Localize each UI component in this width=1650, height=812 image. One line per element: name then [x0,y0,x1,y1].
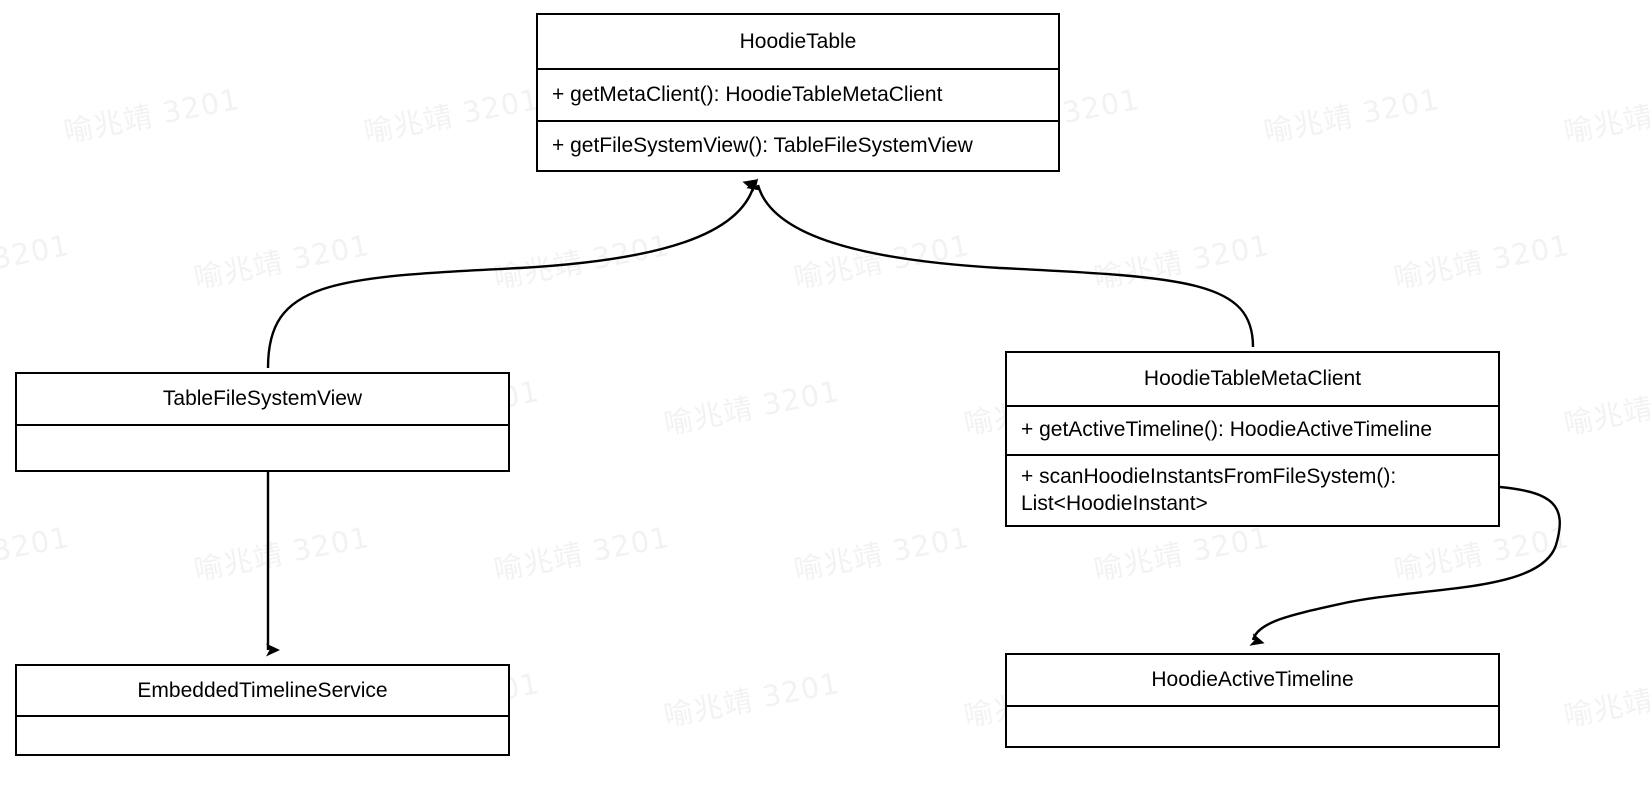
watermark-text: 喻兆靖 3201 [1261,81,1443,150]
watermark-text: 喻兆靖 3201 [0,519,73,587]
watermark-text: 喻兆靖 3201 [1090,0,1273,5]
watermark-text: 喻兆靖 3201 [490,0,673,5]
class-box-embedded-timeline-service[interactable]: EmbeddedTimelineService [15,664,510,756]
watermark-text: 喻兆靖 3201 [0,227,73,295]
class-member-hoodie-table-0: + getMetaClient(): HoodieTableMetaClient [538,68,1058,120]
class-box-hoodie-table-meta-client[interactable]: HoodieTableMetaClient + getActiveTimelin… [1005,351,1500,527]
watermark-text: 喻兆靖 3201 [361,81,543,150]
watermark-text: 喻兆靖 3201 [1561,374,1650,442]
watermark-text: 喻兆靖 3201 [191,227,373,296]
watermark-text: 喻兆靖 3201 [191,519,373,588]
watermark-text: 喻兆靖 3201 [661,665,843,734]
watermark-text: 喻兆靖 3201 [1091,227,1273,296]
watermark-text: 喻兆靖 3201 [491,519,673,588]
watermark-text: 喻兆靖 3201 [1391,227,1573,296]
watermark-text: 喻兆靖 3201 [0,0,73,5]
watermark-text: 喻兆靖 3201 [791,519,973,588]
class-name-hoodie-table-meta-client: HoodieTableMetaClient [1143,367,1362,391]
watermark-text: 喻兆靖 3201 [1561,82,1650,150]
watermark-text: 喻兆靖 3201 [190,806,373,812]
watermark-text: 喻兆靖 3201 [661,373,843,442]
watermark-text: 喻兆靖 3201 [1090,806,1273,812]
watermark-text: 喻兆靖 3201 [791,227,973,296]
class-members-table-file-system-view [17,424,508,470]
class-member-hoodie-table-meta-client-0: + getActiveTimeline(): HoodieActiveTimel… [1007,405,1498,454]
watermark-text: 喻兆靖 3201 [1561,666,1650,734]
watermark-text: 喻兆靖 3201 [790,806,973,812]
class-name-table-file-system-view: TableFileSystemView [162,387,363,411]
class-box-table-file-system-view[interactable]: TableFileSystemView [15,372,510,472]
class-name-hoodie-active-timeline: HoodieActiveTimeline [1151,668,1354,692]
watermark-text: 喻兆靖 3201 [490,806,673,812]
class-members-embedded-timeline-service [17,715,508,754]
watermark-text: 喻兆靖 3201 [0,806,73,812]
watermark-text: 喻兆靖 3201 [790,0,973,5]
watermark-text: 喻兆靖 3201 [61,81,243,150]
class-name-hoodie-table: HoodieTable [739,29,857,53]
class-box-hoodie-table[interactable]: HoodieTable + getMetaClient(): HoodieTab… [536,13,1060,172]
watermark-text: 喻兆靖 3201 [1390,0,1573,5]
watermark-text: 喻兆靖 3201 [1390,806,1573,812]
edge-tablefilesystemview-to-hoodietable [266,179,758,369]
watermark-text: 喻兆靖 3201 [190,0,373,5]
class-members-hoodie-active-timeline [1007,705,1498,746]
class-member-hoodie-table-1: + getFileSystemView(): TableFileSystemVi… [538,120,1058,170]
class-member-hoodie-table-meta-client-1: + scanHoodieInstantsFromFileSystem(): Li… [1007,454,1498,525]
watermark-text: 喻兆靖 3201 [491,227,673,296]
class-box-hoodie-active-timeline[interactable]: HoodieActiveTimeline [1005,653,1500,748]
edge-hoodietablemetaclient-to-hoodietable [746,178,1255,348]
class-name-embedded-timeline-service: EmbeddedTimelineService [137,678,388,702]
